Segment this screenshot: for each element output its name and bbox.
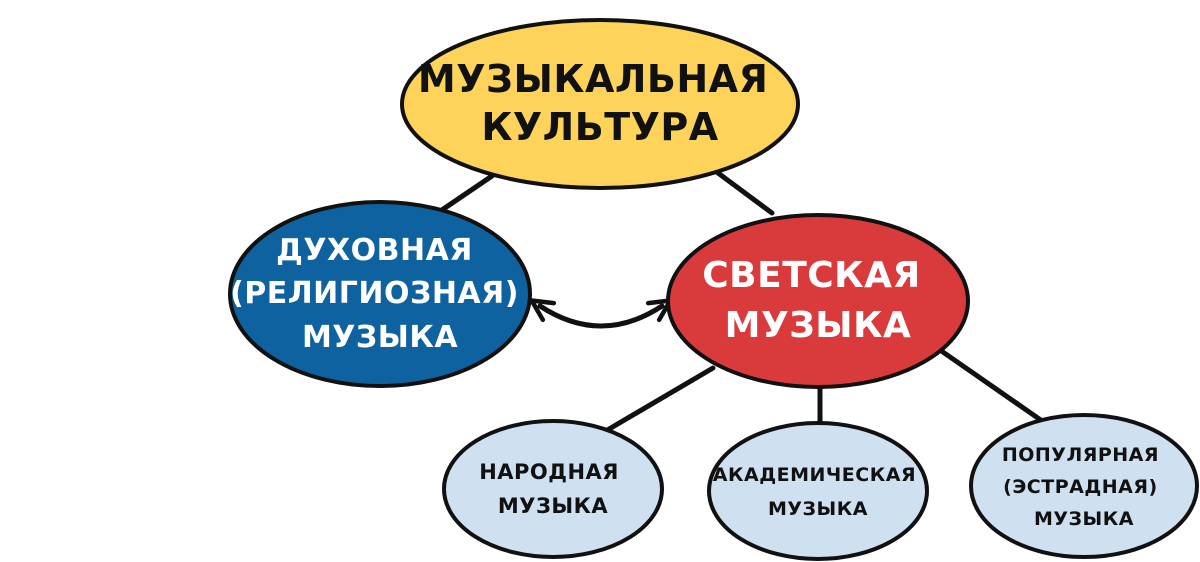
node-sacred-line: (РЕЛИГИОЗНАЯ) bbox=[230, 276, 519, 311]
node-secular: СВЕТСКАЯ МУЗЫКА bbox=[666, 213, 970, 389]
node-sacred-line: МУЗЫКА bbox=[302, 320, 458, 355]
node-sacred-label: ДУХОВНАЯ (РЕЛИГИОЗНАЯ) МУЗЫКА bbox=[230, 233, 530, 355]
node-root-line: КУЛЬТУРА bbox=[481, 105, 718, 149]
node-popular-line: (ЭСТРАДНАЯ) bbox=[1003, 476, 1158, 498]
node-root-line: МУЗЫКАЛЬНАЯ bbox=[418, 57, 768, 101]
bidirectional-arrow-icon bbox=[529, 298, 673, 329]
node-academic-line: АКАДЕМИЧЕСКАЯ bbox=[713, 464, 916, 486]
node-root-label: МУЗЫКАЛЬНАЯ КУЛЬТУРА bbox=[418, 57, 782, 149]
node-popular-label: ПОПУЛЯРНАЯ (ЭСТРАДНАЯ) МУЗЫКА bbox=[1002, 444, 1166, 530]
connectors bbox=[433, 167, 1048, 435]
node-folk-line: НАРОДНАЯ bbox=[479, 460, 619, 484]
node-root: МУЗЫКАЛЬНАЯ КУЛЬТУРА bbox=[400, 18, 800, 190]
node-secular-label: СВЕТСКАЯ МУЗЫКА bbox=[702, 255, 933, 346]
connector-root-sacred bbox=[433, 173, 495, 217]
node-folk-line: МУЗЫКА bbox=[498, 494, 608, 518]
node-secular-line: СВЕТСКАЯ bbox=[702, 255, 920, 296]
connector-root-secular bbox=[711, 167, 775, 216]
node-sacred: ДУХОВНАЯ (РЕЛИГИОЗНАЯ) МУЗЫКА bbox=[228, 200, 532, 388]
connector-secular-popular bbox=[937, 347, 1048, 426]
node-popular-line: ПОПУЛЯРНАЯ bbox=[1002, 444, 1159, 466]
node-folk-label: НАРОДНАЯ МУЗЫКА bbox=[479, 460, 627, 518]
node-popular: ПОПУЛЯРНАЯ (ЭСТРАДНАЯ) МУЗЫКА bbox=[969, 413, 1199, 559]
node-popular-line: МУЗЫКА bbox=[1034, 508, 1134, 530]
node-folk: НАРОДНАЯ МУЗЫКА bbox=[442, 419, 664, 559]
node-sacred-line: ДУХОВНАЯ bbox=[276, 233, 473, 268]
node-academic: АКАДЕМИЧЕСКАЯ МУЗЫКА bbox=[707, 421, 929, 561]
node-secular-line: МУЗЫКА bbox=[725, 305, 912, 346]
connector-secular-folk bbox=[601, 365, 716, 435]
node-academic-label: АКАДЕМИЧЕСКАЯ МУЗЫКА bbox=[713, 464, 923, 520]
node-academic-line: МУЗЫКА bbox=[768, 498, 868, 520]
